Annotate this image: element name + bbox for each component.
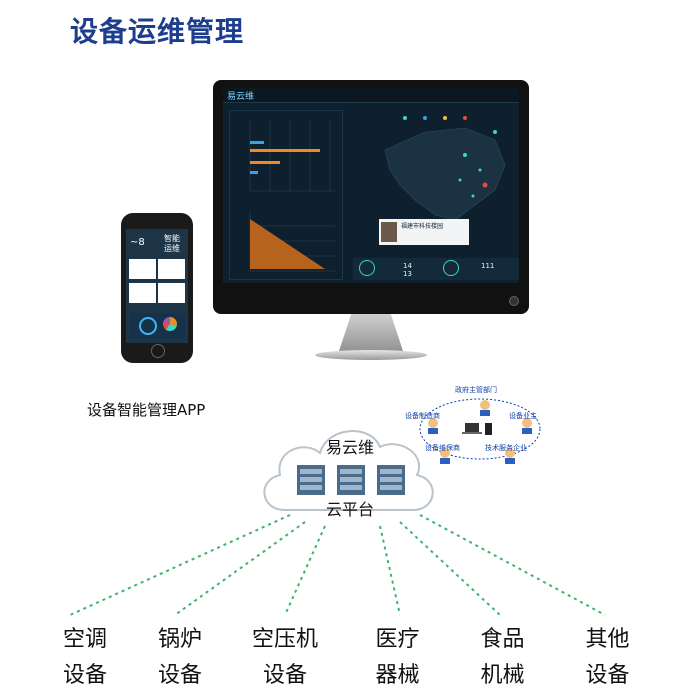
cloud-top-label: 易云维 (326, 438, 375, 457)
equipment-aircon: 空调 设备 (40, 622, 130, 694)
server-icon (443, 260, 459, 276)
stakeholder-label-2: 设备制造商 (405, 412, 440, 420)
phone-card-1[interactable] (129, 259, 156, 279)
phone-screen: ~8 智能 运维 (126, 229, 188, 343)
equipment-line1: 食品 (480, 627, 525, 652)
person-icon (428, 418, 438, 434)
dashboard-screen: 易云维 (223, 88, 519, 283)
equipment-line2: 机械 (480, 663, 525, 688)
stats-bar: 14 13 111 (353, 258, 519, 280)
pie-icon (163, 317, 177, 331)
equipment-line1: 空压机 (251, 627, 318, 652)
equipment-other: 其他 设备 (560, 622, 655, 694)
app-label: 设备智能管理APP (87, 401, 206, 419)
equipment-line2: 器械 (375, 663, 420, 688)
building-thumbnail (381, 222, 397, 242)
smartphone: ~8 智能 运维 (121, 213, 193, 363)
person-icon (505, 448, 515, 464)
dashboard-chart-panel (229, 110, 343, 280)
stakeholder-cluster: 政府主管部门 设备制造商 设备业主 设备维保商 技术服务企业 (405, 383, 555, 471)
server-icon (377, 465, 405, 495)
equipment-compressor: 空压机 设备 (235, 622, 335, 694)
stat-value-3: 111 (481, 262, 495, 270)
person-icon (480, 400, 490, 416)
person-icon (522, 418, 532, 434)
equipment-medical: 医疗 器械 (350, 622, 445, 694)
dashboard-topbar: 易云维 (223, 88, 519, 103)
equipment-line2: 设备 (262, 663, 307, 688)
equipment-line1: 其他 (585, 627, 630, 652)
stakeholder-label-3: 设备业主 (509, 412, 537, 420)
phone-card-2[interactable] (158, 259, 185, 279)
home-button-icon[interactable] (151, 344, 165, 358)
server-icon (337, 465, 365, 495)
phone-app-title-2: 运维 (164, 244, 180, 253)
server-icon (297, 465, 325, 495)
monitor-base (315, 350, 427, 360)
equipment-line1: 医疗 (375, 627, 420, 652)
equipment-line1: 锅炉 (157, 627, 202, 652)
equipment-line2: 设备 (157, 663, 202, 688)
desktop-monitor: 易云维 (213, 80, 529, 314)
server-stack (297, 465, 405, 495)
phone-card-4[interactable] (158, 283, 185, 303)
stat-value-2: 13 (403, 270, 412, 278)
stat-value-1: 14 (403, 262, 412, 270)
china-map (384, 116, 506, 221)
equipment-boiler: 锅炉 设备 (135, 622, 225, 694)
power-button-icon[interactable] (509, 296, 519, 306)
dashboard-map-panel (345, 110, 519, 250)
phone-temp: ~8 (130, 237, 145, 248)
phone-gauge-panel (129, 313, 185, 339)
stakeholder-ring (419, 398, 541, 464)
page-title: 设备运维管理 (70, 15, 245, 48)
location-popup[interactable]: 福建市科技楼园 (379, 219, 469, 245)
popup-title: 福建市科技楼园 (401, 223, 444, 230)
cloud-bottom-label: 云平台 (326, 500, 375, 519)
equipment-food: 食品 机械 (455, 622, 550, 694)
device-icon (359, 260, 375, 276)
laptop-icon (462, 423, 482, 434)
dashboard-brand: 易云维 (227, 92, 255, 102)
person-icon (440, 448, 450, 464)
equipment-line2: 设备 (585, 663, 630, 688)
stakeholder-label-4: 设备维保商 (425, 444, 460, 452)
stakeholder-label-5: 技术服务企业 (485, 444, 527, 452)
phone-card-3[interactable] (129, 283, 156, 303)
gauge-icon (139, 317, 157, 335)
phone-icon (485, 423, 492, 435)
phone-app-title-1: 智能 (164, 234, 180, 243)
stakeholder-label-1: 政府主管部门 (455, 386, 497, 394)
dashboard-charts (249, 121, 335, 272)
equipment-line1: 空调 (62, 627, 107, 652)
equipment-line2: 设备 (62, 663, 107, 688)
